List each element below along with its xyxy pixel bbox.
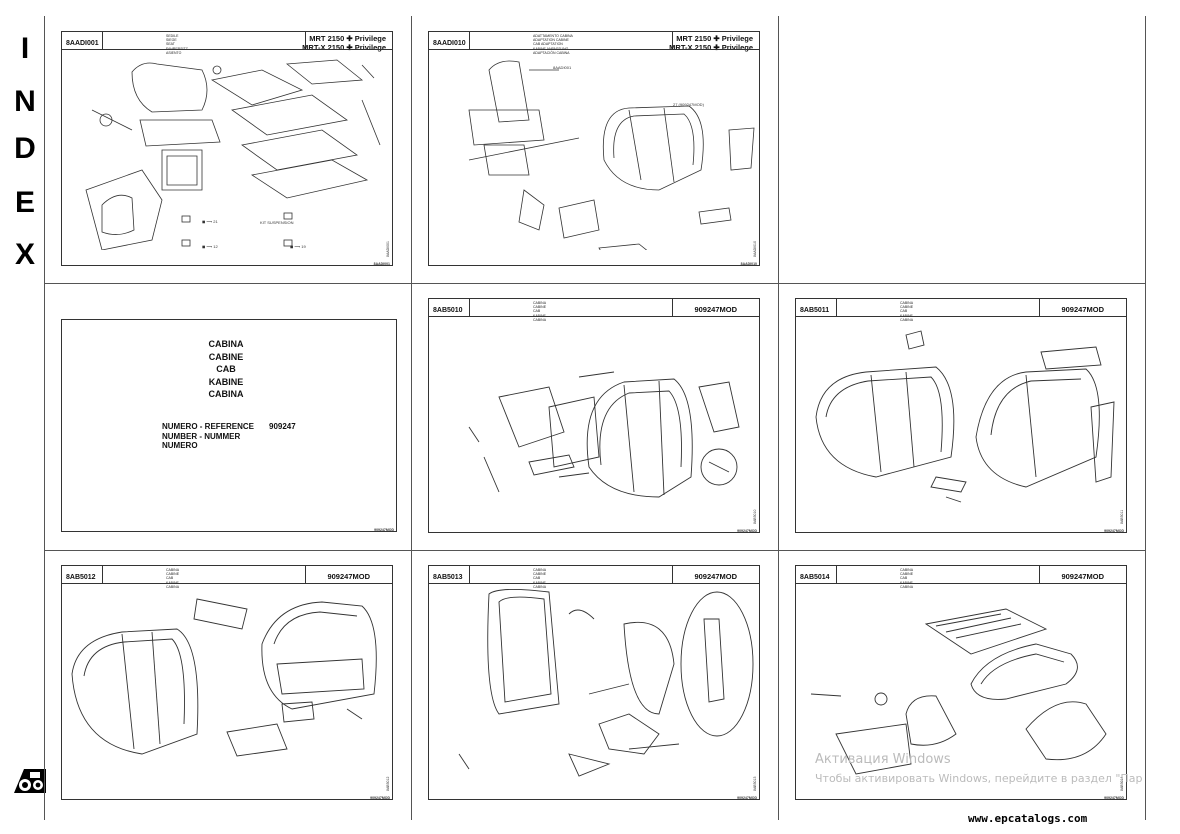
page-subtitle: SEDILESIEGESEATFAHRERSITZASIENTO bbox=[166, 34, 188, 55]
model-label: 909247MOD bbox=[1061, 305, 1104, 314]
grid-divider bbox=[411, 16, 412, 820]
page-code: 8AB5013 bbox=[433, 574, 463, 581]
page-code: 8AB5011 bbox=[800, 307, 830, 314]
seat-exploded-drawing: ◼ ⟶ 21 KIT SUSPENSION ◼ ⟶ 12 ◼ ⟶ 19 bbox=[85, 59, 381, 250]
grid-divider bbox=[44, 283, 1146, 284]
cover-title: CAB bbox=[216, 364, 236, 374]
page-footer-code: 8AADI010 bbox=[740, 262, 757, 266]
grid-divider bbox=[44, 550, 1146, 551]
catalog-page-thumbnail[interactable]: 8AADI001 SEDILESIEGESEATFAHRERSITZASIENT… bbox=[61, 31, 393, 266]
cab-adaptation-drawing: 27 (909247MOD) 8AADI001 bbox=[468, 60, 755, 250]
model-label: 909247MOD bbox=[1061, 572, 1104, 581]
model-label: 909247MOD bbox=[694, 572, 737, 581]
svg-text:KIT SUSPENSION: KIT SUSPENSION bbox=[260, 220, 294, 225]
grid-divider bbox=[1145, 16, 1146, 820]
page-footer-code: 909247MOD bbox=[370, 796, 390, 800]
index-column: I N D E X bbox=[0, 0, 44, 834]
page-code: 8AADI010 bbox=[433, 40, 466, 47]
activation-watermark-title: Активация Windows bbox=[815, 752, 951, 767]
cab-roof-drawing bbox=[810, 608, 1107, 775]
grid-divider bbox=[778, 16, 779, 820]
cover-title: KABINE bbox=[208, 376, 244, 387]
svg-text:◼ ⟶ 19: ◼ ⟶ 19 bbox=[290, 244, 307, 249]
cover-page[interactable]: CABINA CABINE CAB KABINE CABINA NUMERO -… bbox=[61, 319, 397, 532]
cab-body-drawing bbox=[71, 598, 377, 757]
index-letter: D bbox=[14, 132, 36, 165]
cover-title: CABINA bbox=[208, 389, 244, 399]
page-footer-code: 909247MOD bbox=[737, 529, 757, 533]
page-code: 8AB5012 bbox=[66, 574, 96, 581]
reference-labels: NUMERO - REFERENCE NUMBER - NUMMER NUMER… bbox=[162, 422, 255, 450]
activation-watermark-text: Чтобы активировать Windows, перейдите в … bbox=[815, 772, 1143, 785]
page-footer-code: 909247MOD bbox=[1104, 796, 1124, 800]
footer-url[interactable]: www.epcatalogs.com bbox=[968, 812, 1088, 825]
index-letter: N bbox=[14, 85, 36, 118]
index-letter: I bbox=[20, 32, 30, 65]
index-letter: X bbox=[14, 238, 35, 271]
cover-title: CABINA bbox=[208, 339, 244, 349]
svg-text:27 (909247MOD): 27 (909247MOD) bbox=[673, 102, 705, 107]
reference-number: 909247 bbox=[269, 422, 296, 431]
page-footer-code: 8AADI001 bbox=[373, 262, 390, 266]
cover-titles: CABINA CABINE CAB KABINE CABINA bbox=[62, 338, 393, 401]
page-footer-code: 909247MOD bbox=[374, 528, 394, 532]
page-code: 8AB5014 bbox=[800, 574, 830, 581]
page-footer-code: 909247MOD bbox=[737, 796, 757, 800]
svg-text:◼ ⟶ 12: ◼ ⟶ 12 bbox=[202, 244, 219, 249]
grid-divider bbox=[44, 16, 45, 820]
model-label: 909247MOD bbox=[694, 305, 737, 314]
svg-text:◼ ⟶ 21: ◼ ⟶ 21 bbox=[202, 219, 219, 224]
svg-text:8AADI001: 8AADI001 bbox=[553, 65, 572, 70]
page-footer-code: 909247MOD bbox=[1104, 529, 1124, 533]
manitou-logo-icon bbox=[14, 769, 46, 793]
model-label: 909247MOD bbox=[327, 572, 370, 581]
cover-title: CABINE bbox=[208, 351, 244, 362]
cab-door-drawing bbox=[458, 589, 754, 777]
page-code: 8AADI001 bbox=[66, 40, 99, 47]
cab-exploded-drawing bbox=[468, 371, 740, 498]
index-letter: E bbox=[14, 186, 35, 219]
cab-frame-drawing bbox=[815, 330, 1115, 503]
page-code: 8AB5010 bbox=[433, 307, 463, 314]
